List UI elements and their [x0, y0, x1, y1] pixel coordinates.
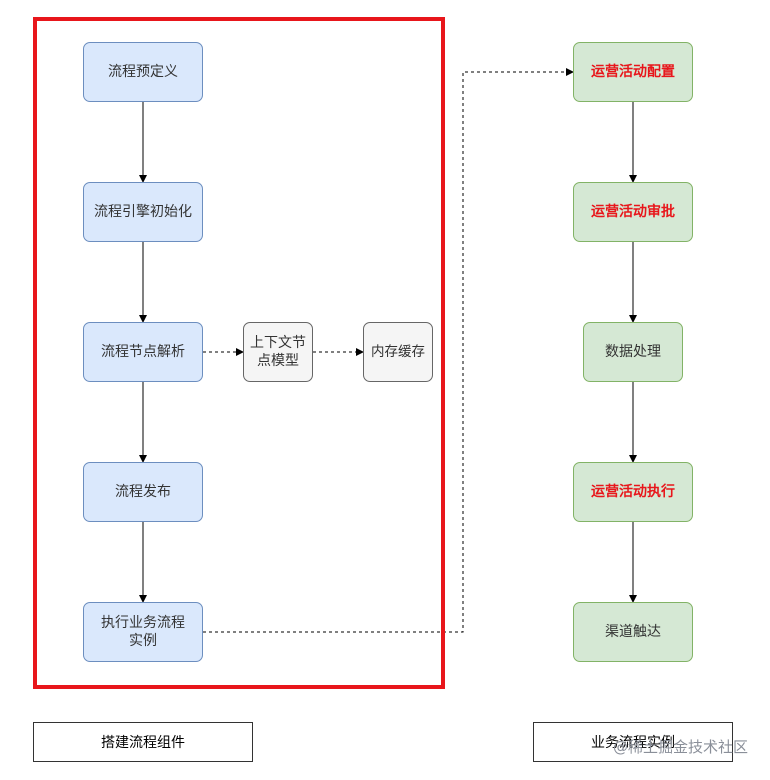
- node-node-parse: 流程节点解析: [83, 322, 203, 382]
- node-data-processing: 数据处理: [583, 322, 683, 382]
- node-label: 上下文节点模型: [250, 335, 306, 369]
- node-label: 流程发布: [115, 484, 171, 500]
- node-process-predefine: 流程预定义: [83, 42, 203, 102]
- node-context-model: 上下文节点模型: [243, 322, 313, 382]
- node-engine-init: 流程引擎初始化: [83, 182, 203, 242]
- node-label: 流程预定义: [108, 64, 178, 80]
- node-channel-reach: 渠道触达: [573, 602, 693, 662]
- node-process-publish: 流程发布: [83, 462, 203, 522]
- node-label: 执行业务流程实例: [101, 615, 185, 649]
- caption-build-components: 搭建流程组件: [33, 722, 253, 762]
- node-label: 运营活动执行: [591, 484, 675, 500]
- node-label: 运营活动配置: [591, 64, 675, 80]
- node-execute-instance: 执行业务流程实例: [83, 602, 203, 662]
- caption-label: 搭建流程组件: [101, 735, 185, 751]
- node-label: 流程引擎初始化: [94, 204, 192, 220]
- caption-label: 业务流程实例: [591, 735, 675, 751]
- arrow-instance-to-config: [203, 68, 574, 633]
- node-label: 内存缓存: [371, 344, 425, 360]
- node-label: 流程节点解析: [101, 344, 185, 360]
- node-label: 数据处理: [605, 344, 661, 360]
- node-campaign-config: 运营活动配置: [573, 42, 693, 102]
- node-label: 运营活动审批: [591, 204, 675, 220]
- caption-business-instance: 业务流程实例: [533, 722, 733, 762]
- node-campaign-approval: 运营活动审批: [573, 182, 693, 242]
- node-label: 渠道触达: [605, 624, 661, 640]
- component-frame: [33, 17, 445, 689]
- watermark: @稀土掘金技术社区: [612, 738, 748, 756]
- node-campaign-execute: 运营活动执行: [573, 462, 693, 522]
- node-memory-cache: 内存缓存: [363, 322, 433, 382]
